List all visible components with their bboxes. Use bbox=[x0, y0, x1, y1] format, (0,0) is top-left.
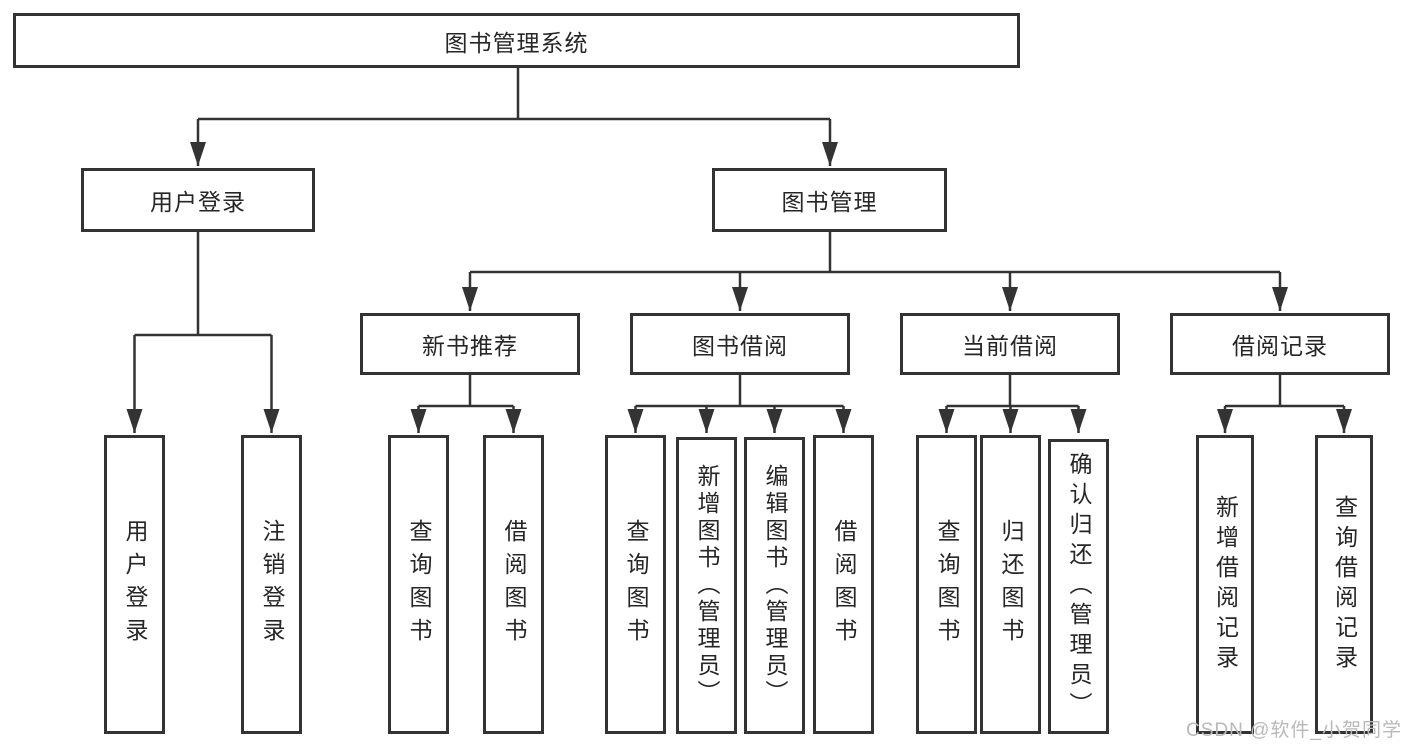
leaf-return-books-label: 归还图书 bbox=[998, 518, 1024, 651]
node-current-borrow: 当前借阅 bbox=[900, 313, 1120, 375]
leaf-add-borrow-record-label: 新增借阅记录 bbox=[1212, 494, 1239, 675]
connector-current-borrow-children bbox=[938, 375, 1087, 433]
connector-book-borrow-children bbox=[627, 375, 852, 433]
leaf-query-books-current-label: 查询图书 bbox=[934, 518, 960, 651]
leaf-add-borrow-record: 新增借阅记录 bbox=[1196, 435, 1254, 734]
connector-book-management-children bbox=[462, 232, 1288, 311]
leaf-query-books-borrow: 查询图书 bbox=[605, 435, 666, 734]
node-borrow-record-label: 借阅记录 bbox=[1232, 333, 1328, 359]
node-book-management-label: 图书管理 bbox=[781, 189, 878, 215]
leaf-add-books-admin: 新增图书（管理员） bbox=[676, 437, 737, 734]
node-new-book-recommend: 新书推荐 bbox=[360, 313, 580, 375]
leaf-confirm-return-admin: 确认归还（管理员） bbox=[1048, 439, 1109, 734]
node-borrow-record: 借阅记录 bbox=[1170, 313, 1390, 375]
leaf-borrow-books-label: 借阅图书 bbox=[831, 518, 857, 651]
node-root-system: 图书管理系统 bbox=[13, 13, 1020, 68]
leaf-add-books-admin-label: 新增图书（管理员） bbox=[694, 464, 720, 707]
node-root-label: 图书管理系统 bbox=[444, 29, 589, 56]
leaf-query-books-current: 查询图书 bbox=[916, 435, 977, 734]
leaf-borrow-books: 借阅图书 bbox=[813, 435, 874, 734]
leaf-query-books-recommend-label: 查询图书 bbox=[406, 518, 432, 651]
leaf-borrow-books-recommend: 借阅图书 bbox=[483, 435, 544, 734]
node-book-borrow-label: 图书借阅 bbox=[692, 333, 788, 359]
node-book-management: 图书管理 bbox=[712, 168, 947, 232]
leaf-query-borrow-record-label: 查询借阅记录 bbox=[1331, 494, 1358, 675]
leaf-query-borrow-record: 查询借阅记录 bbox=[1315, 435, 1373, 734]
node-user-login-label: 用户登录 bbox=[150, 189, 246, 215]
leaf-confirm-return-admin-label: 确认归还（管理员） bbox=[1066, 451, 1092, 722]
connector-borrow-record-children bbox=[1217, 375, 1352, 433]
leaf-user-login: 用户登录 bbox=[104, 435, 165, 734]
connector-new-book-recommend-children bbox=[410, 375, 522, 433]
leaf-user-login-label: 用户登录 bbox=[122, 518, 148, 651]
leaf-query-books-recommend: 查询图书 bbox=[388, 435, 449, 734]
node-book-borrow: 图书借阅 bbox=[630, 313, 850, 375]
leaf-return-books: 归还图书 bbox=[980, 435, 1041, 734]
leaf-edit-books-admin-label: 编辑图书（管理员） bbox=[762, 464, 788, 707]
leaf-logout: 注销登录 bbox=[241, 435, 302, 734]
leaf-edit-books-admin: 编辑图书（管理员） bbox=[744, 437, 805, 734]
csdn-watermark: CSDN @软件_小贺同学 bbox=[1186, 720, 1402, 741]
leaf-query-books-borrow-label: 查询图书 bbox=[623, 518, 649, 651]
node-current-borrow-label: 当前借阅 bbox=[962, 333, 1058, 359]
node-new-book-recommend-label: 新书推荐 bbox=[422, 333, 518, 359]
connector-user-login-children bbox=[126, 232, 280, 433]
connector-root-to-level2 bbox=[190, 68, 838, 166]
leaf-borrow-books-recommend-label: 借阅图书 bbox=[501, 518, 527, 651]
node-user-login: 用户登录 bbox=[81, 168, 315, 232]
leaf-logout-label: 注销登录 bbox=[259, 518, 285, 651]
